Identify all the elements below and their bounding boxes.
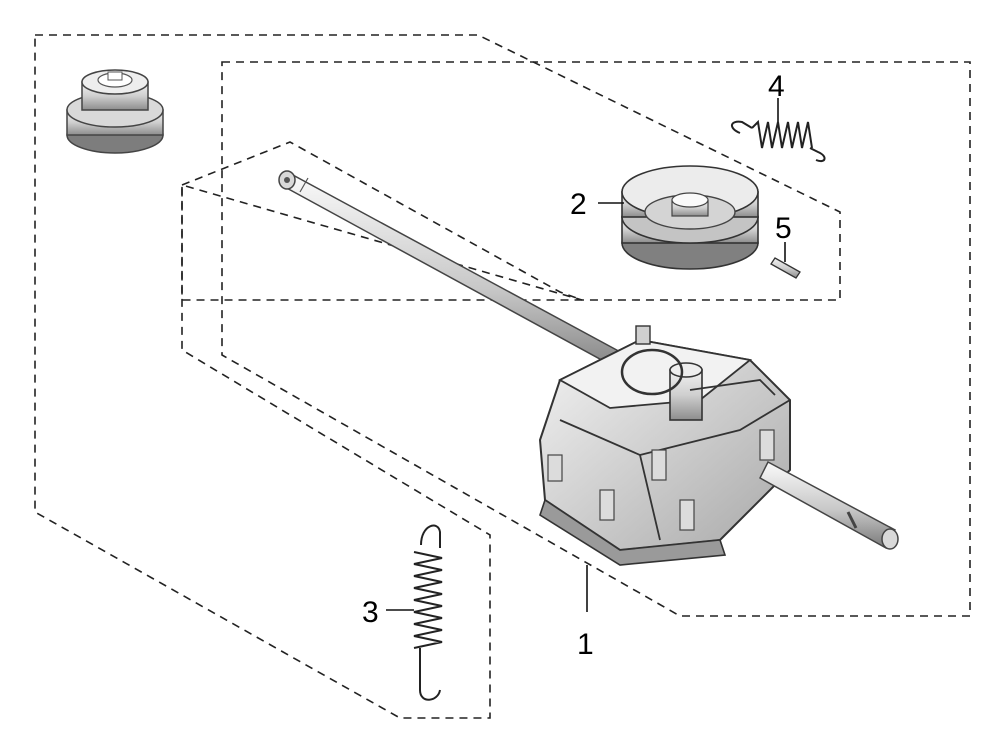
drive-shaft	[278, 170, 652, 384]
callout-5: 5	[775, 212, 792, 245]
spring-small	[731, 119, 826, 162]
gearbox	[538, 325, 791, 566]
callout-3: 3	[362, 596, 379, 629]
driven-pulley	[621, 165, 759, 270]
callout-2: 2	[570, 188, 587, 221]
inner-group-outline	[181, 141, 583, 301]
callout-4: 4	[768, 70, 785, 103]
drive-pulley-small	[66, 69, 164, 154]
axle-shaft-right	[759, 460, 899, 550]
spring-large	[413, 524, 443, 701]
pin	[770, 257, 801, 279]
gearbox-group-outline	[221, 61, 971, 617]
callout-1: 1	[577, 628, 594, 661]
